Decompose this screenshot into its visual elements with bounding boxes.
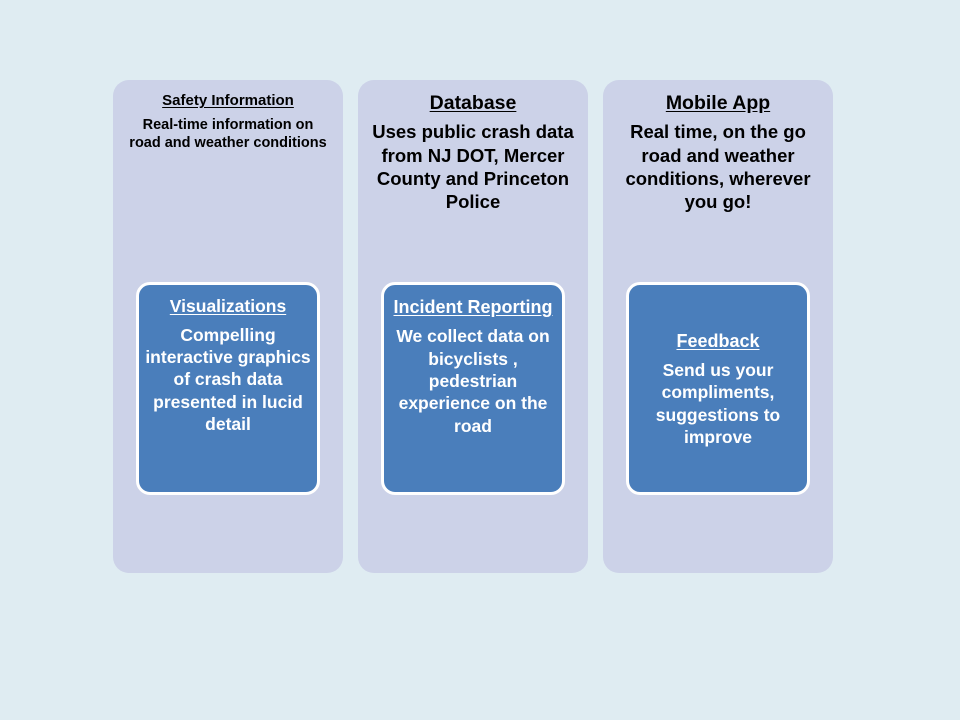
- card-heading: Safety Information: [162, 92, 294, 109]
- card-heading: Mobile App: [665, 92, 771, 114]
- inner-box-heading: Incident Reporting: [393, 297, 553, 317]
- card-description: Uses public crash data from NJ DOT, Merc…: [372, 121, 574, 212]
- card-heading: Database: [429, 92, 517, 114]
- inner-box-feedback: Feedback Send us your compliments, sugge…: [626, 282, 810, 495]
- inner-box-description: We collect data on bicyclists , pedestri…: [396, 326, 550, 436]
- feature-card-safety-information: Safety Information Real-time information…: [113, 80, 343, 573]
- inner-box-incident-reporting: Incident Reporting We collect data on bi…: [381, 282, 565, 495]
- inner-box-description: Send us your compliments, suggestions to…: [655, 359, 781, 448]
- inner-box-visualizations: Visualizations Compelling interactive gr…: [136, 282, 320, 495]
- card-description: Real time, on the go road and weather co…: [625, 121, 811, 212]
- inner-box-heading: Visualizations: [169, 296, 287, 316]
- inner-box-heading: Feedback: [676, 330, 760, 351]
- feature-card-database: Database Uses public crash data from NJ …: [358, 80, 588, 573]
- feature-card-mobile-app: Mobile App Real time, on the go road and…: [603, 80, 833, 573]
- inner-box-description: Compelling interactive graphics of crash…: [145, 324, 311, 435]
- card-description: Real-time information on road and weathe…: [129, 117, 327, 152]
